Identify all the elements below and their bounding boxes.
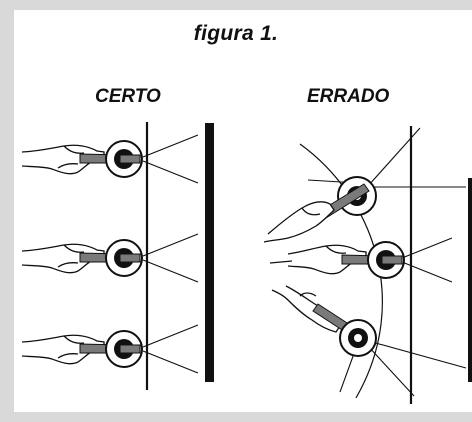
label-certo: CERTO — [95, 86, 161, 107]
spray-gun-icon — [312, 303, 377, 357]
hand-icon — [269, 244, 367, 275]
spray-fan-icon — [307, 127, 466, 188]
wall-bar-certo — [205, 123, 214, 382]
spray-unit-errado-1 — [263, 127, 466, 243]
spray-unit-certo-1 — [21, 134, 199, 184]
left-border — [0, 0, 14, 422]
spray-unit-errado-2 — [269, 237, 453, 283]
spray-fan-icon — [401, 237, 453, 283]
hand-icon — [263, 201, 335, 243]
spray-gun-icon — [79, 239, 143, 277]
spray-unit-certo-3 — [21, 324, 199, 374]
hand-icon — [271, 285, 341, 333]
spray-gun-icon — [341, 241, 405, 279]
label-errado: ERRADO — [307, 86, 390, 107]
spray-unit-errado-3 — [271, 285, 467, 397]
bottom-border — [0, 412, 472, 422]
hand-icon — [21, 144, 105, 175]
figure-title: figura 1. — [193, 22, 279, 45]
spray-fan-icon — [142, 134, 199, 184]
spray-gun-icon — [79, 330, 143, 368]
wall-bar-errado — [468, 178, 472, 382]
spray-fan-icon — [142, 233, 199, 283]
top-border — [0, 0, 472, 10]
spray-unit-certo-2 — [21, 233, 199, 283]
spray-gun-icon — [79, 140, 143, 178]
spray-fan-icon — [142, 324, 199, 374]
